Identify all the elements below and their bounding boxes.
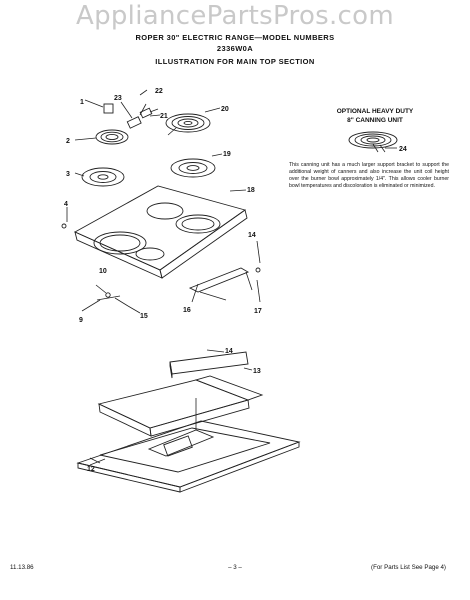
callout-14-upper: 14 [248, 232, 256, 239]
leader-lines-top [66, 89, 261, 264]
page-number: – 3 – [228, 564, 242, 571]
callout-21: 21 [160, 113, 168, 120]
callout-15: 15 [140, 313, 148, 320]
callout-10: 10 [99, 268, 107, 275]
diagram-subtitle: ILLUSTRATION FOR MAIN TOP SECTION [155, 57, 315, 66]
canning-unit-note: This canning unit has a much larger supp… [289, 162, 449, 189]
model-number: 2336W0A [216, 44, 254, 53]
burner-box [76, 420, 301, 493]
optional-unit-subtitle: 8" CANNING UNIT [347, 117, 403, 124]
callout-18: 18 [247, 187, 255, 194]
callout-3: 3 [66, 171, 70, 178]
callout-4: 4 [64, 201, 68, 208]
callout-13: 13 [253, 368, 261, 375]
control-bracket [81, 267, 261, 314]
burner-box-panel [97, 351, 264, 457]
surface-element-large [165, 113, 211, 136]
callout-20: 20 [221, 106, 229, 113]
element-receptacle [103, 103, 159, 129]
leader-lines-bottom [89, 349, 253, 466]
canning-unit-coil [348, 131, 398, 153]
screw-icon [61, 223, 67, 229]
diagram-title: ROPER 30" ELECTRIC RANGE—MODEL NUMBERS [135, 33, 335, 42]
callout-19: 19 [223, 151, 231, 158]
surface-element-small [95, 129, 129, 145]
callout-23: 23 [114, 95, 122, 102]
drip-bowl-left [81, 167, 125, 187]
callout-1: 1 [80, 99, 84, 106]
callout-16: 16 [183, 307, 191, 314]
site-watermark: AppliancePartsPros.com [75, 1, 394, 31]
callout-2: 2 [66, 138, 70, 145]
callout-9: 9 [79, 317, 83, 324]
optional-unit-title: OPTIONAL HEAVY DUTY [336, 108, 414, 115]
parts-list-reference: (For Parts List See Page 4) [371, 564, 446, 571]
callout-14-lower: 14 [225, 348, 233, 355]
callout-17: 17 [254, 308, 262, 315]
cooktop-panel [73, 185, 248, 279]
callout-24: 24 [399, 146, 407, 153]
callout-12: 12 [87, 466, 95, 473]
callout-22: 22 [155, 88, 163, 95]
footer-date: 11.13.86 [10, 564, 34, 571]
drip-bowl-right [170, 158, 216, 178]
